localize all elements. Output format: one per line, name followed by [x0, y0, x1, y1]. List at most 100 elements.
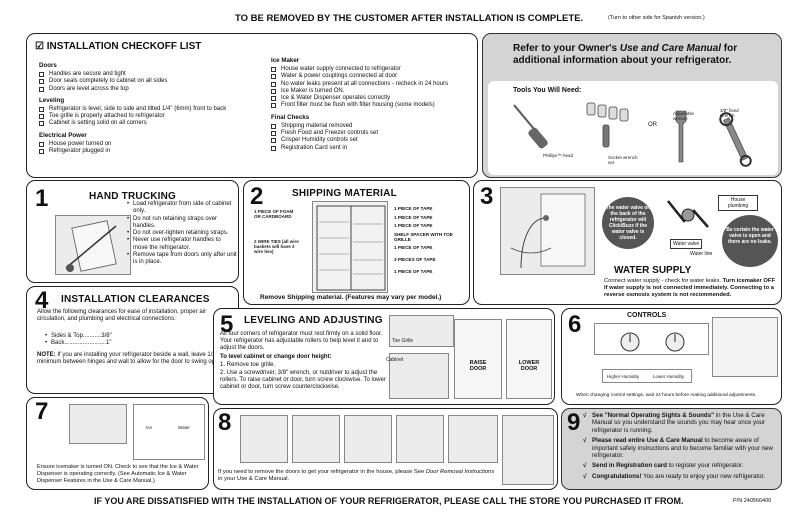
checklist-item-label: House power turned on [49, 140, 112, 147]
dispenser-illustration: Ice Water [133, 404, 205, 460]
shipping-label-wire-ties: 2 WIRE TIES (all wire baskets will have … [254, 239, 299, 254]
checkbox[interactable] [271, 145, 276, 151]
checkbox[interactable] [39, 72, 44, 77]
shipping-label: 1 PIECE OF TAPE [394, 269, 433, 274]
hand-trucking-list: Load refrigerator from side of cabinet o… [127, 201, 237, 267]
hand-trucking-bullet: Never use refrigerator handles to move t… [127, 237, 237, 252]
final-note-item: √Send in Registration card to register y… [583, 462, 779, 469]
checklist-item: Handles are secure and tight [39, 71, 279, 78]
icemaker-illustration [69, 404, 127, 444]
checklist-item: Door seals completely to cabinet on all … [39, 78, 279, 85]
control-panel-illustration [594, 323, 709, 355]
checklist-item: Registration Card sent in [271, 145, 476, 152]
final-note-text: See "Normal Operating Sights & Sounds" i… [592, 412, 779, 434]
final-note-rest: to become aware of important safety inst… [592, 437, 773, 460]
checkbox[interactable] [271, 138, 276, 144]
checklist-item: House power turned on [39, 141, 279, 148]
final-note-item: √Please read entire Use & Care Manual to… [583, 437, 779, 459]
checkbox[interactable] [271, 103, 276, 109]
shipping-label-foam: 1 PIECE OF FOAM OR CARDBOARD [254, 209, 294, 219]
checkbox[interactable] [271, 131, 276, 137]
section-number: 5 [220, 311, 234, 338]
checklist-heading: Final Checks [271, 113, 310, 121]
water-supply-text: Connect water supply - check for water l… [604, 278, 775, 298]
checklist-item-label: House water supply connected to refriger… [281, 66, 401, 72]
checklist-item: Crisper Humidity controls set [271, 137, 476, 144]
shipping-right-labels: 1 PIECE OF TAPE 1 PIECE OF TAPE 1 PIECE OF… [394, 206, 469, 278]
checklist-item: Refrigerator is level, side to side and … [39, 106, 279, 113]
humidity-slider-illustration: Higher Humidity Lower Humidity [602, 369, 692, 383]
checkbox[interactable] [39, 114, 44, 120]
section-number: 9 [567, 409, 581, 436]
water-label-valve: Water valve [670, 239, 703, 249]
check-icon: √ [583, 412, 587, 419]
checkbox[interactable] [271, 74, 276, 80]
leveling-text: All four corners of refrigerator must re… [220, 331, 383, 352]
final-note-text: Congratulations! You are ready to enjoy … [592, 473, 765, 480]
checklist-item-label: No water leaks present at all connection… [281, 80, 449, 87]
checklist-item-label: Registration Card sent in [281, 144, 348, 151]
tools-label-or: OR [648, 122, 657, 128]
checkbox[interactable] [271, 96, 276, 102]
section-final-notes: 9 √ See "Normal Operating Sights & Sounds… [561, 408, 782, 490]
section-icemaker: 7 Ice Water Ensure icemaker is turned ON… [26, 397, 209, 490]
shipping-label: 1 PIECE OF TAPE [394, 206, 433, 211]
checkmark-icon: ☑ [35, 41, 44, 52]
checklist-item: Front filter must be flush with filter h… [271, 102, 476, 109]
icemaker-caption: Ensure icemaker is turned ON. Check to s… [37, 464, 199, 484]
shipping-label: 3 PIECES OF TAPE [394, 257, 436, 262]
final-note-item: √ Congratulations! You are ready to enjoy… [583, 473, 779, 480]
checklist-item-label: Refrigerator plugged in [49, 148, 111, 155]
fridge-open-illustration [312, 201, 388, 293]
section-controls: 6 CONTROLS Higher Humidity Lower Humidit… [561, 308, 782, 405]
dispenser-label-ice: Ice [146, 425, 153, 430]
leveling-label-cabinet: Cabinet [386, 357, 404, 363]
checklist-item-label: Door seals completely to cabinet on all … [49, 78, 168, 85]
final-note-bold: Send in Registration card [592, 462, 667, 470]
checklist-item-label: Refrigerator is level, side to side and … [49, 105, 227, 112]
checkbox[interactable] [39, 141, 44, 147]
footer-part-number: P/N 240566400 [733, 498, 772, 504]
lower-door-label: LOWER DOOR [518, 360, 540, 372]
section-title: SHIPPING MATERIAL [292, 188, 397, 199]
checkbox[interactable] [271, 88, 276, 94]
final-note-rest: to register your refrigerator. [666, 462, 744, 470]
tools-label-socket: Socket wrench set [608, 155, 638, 165]
section-number: 3 [480, 183, 494, 210]
leveling-label-toe-grille: Toe Grille [392, 338, 414, 344]
checkbox[interactable] [271, 123, 276, 129]
shipping-label: 1 PIECE OF TAPE [394, 223, 433, 228]
socket-wrench-icon [586, 102, 629, 148]
checklist-item-label: Fresh Food and Freezer controls set [281, 130, 379, 137]
hand-trucking-bullet: Remove tape from doors only after unit i… [127, 252, 237, 267]
checklist-item-label: Toe grille is properly attached to refri… [49, 113, 165, 120]
section-number: 4 [35, 287, 49, 314]
hinge-illustration-6 [502, 415, 554, 485]
checkbox[interactable] [271, 81, 276, 87]
checkbox[interactable] [271, 67, 276, 72]
checkbox[interactable] [39, 79, 44, 85]
checklist-item-label: Doors are level across the top [49, 85, 129, 92]
section-title: INSTALLATION CLEARANCES [61, 294, 210, 305]
owners-banner: Refer to your Owner's Use and Care Manua… [513, 43, 738, 66]
crisper-illustration [712, 317, 778, 377]
checkoff-title: ☑ INSTALLATION CHECKOFF LIST [35, 41, 202, 52]
footer-text: IF YOU ARE DISSATISFIED WITH THE INSTALL… [94, 496, 684, 506]
checklist-item-label: Water & power couplings connected at doo… [281, 73, 398, 80]
checklist-item-label: Shipping material removed [281, 122, 353, 129]
section-door-removal: 8 If you need to remove the doors to get… [213, 408, 558, 490]
checkbox[interactable] [39, 121, 44, 127]
checkbox[interactable] [39, 106, 44, 112]
final-note-rest: in the Use & Care Manual so you understa… [592, 412, 766, 434]
checkbox[interactable] [39, 86, 44, 92]
owners-manual-panel: Refer to your Owner's Use and Care Manua… [482, 33, 782, 178]
checkbox[interactable] [39, 149, 44, 155]
section-number: 6 [568, 311, 582, 338]
checklist-item-label: Ice & Water Dispenser operates correctly [281, 95, 391, 102]
final-note-bold: See "Normal Operating Sights & Sounds" [592, 412, 715, 419]
check-icon: √ [583, 472, 587, 480]
final-note-item: √ See "Normal Operating Sights & Sounds" … [583, 412, 779, 434]
final-notes-list: √ See "Normal Operating Sights & Sounds" … [583, 412, 779, 483]
clearances-text: Allow the following clearances for ease … [37, 309, 207, 323]
